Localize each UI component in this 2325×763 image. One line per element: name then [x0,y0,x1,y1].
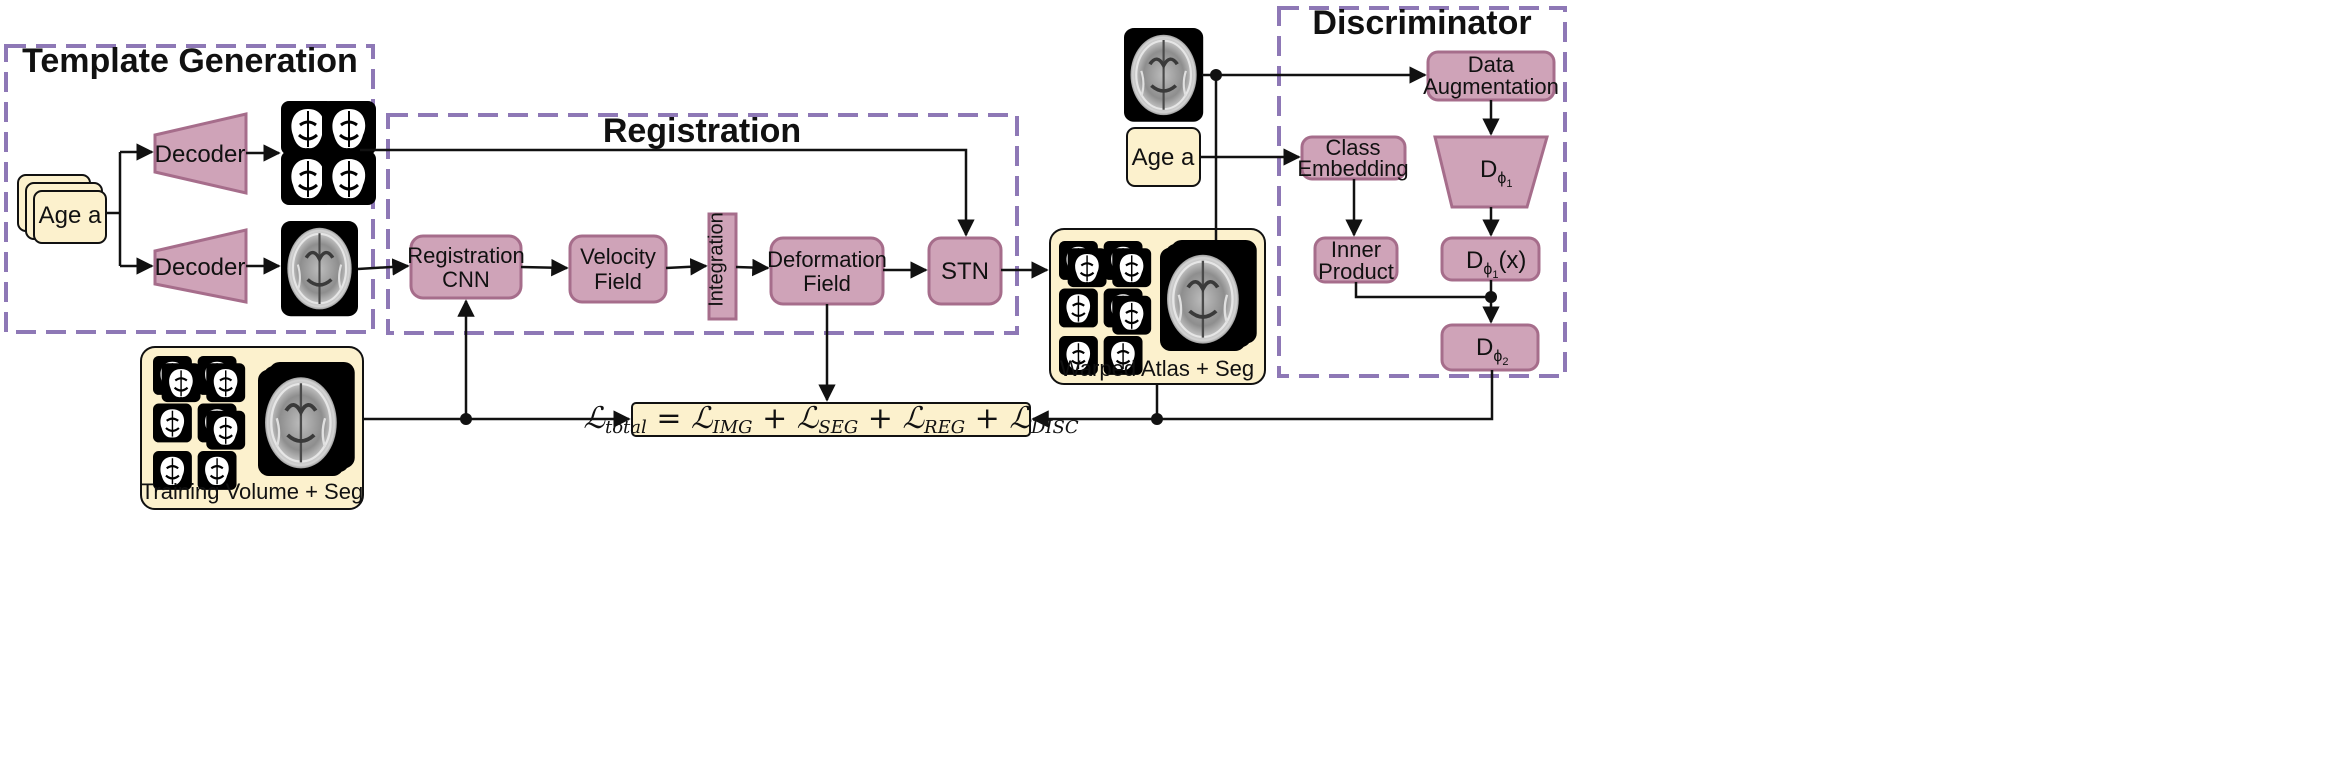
d-phi1-x-label: Dϕ1(x) [1466,247,1526,281]
warped-atlas-panel: Warped Atlas + Seg [1049,228,1266,385]
junction-dots [460,69,1497,425]
integration-label: Integration [706,212,728,307]
integration-node: Integration [706,212,738,321]
d-phi1-label: Dϕ1 [1480,156,1512,190]
decoder-bottom: Decoder [153,228,248,304]
discriminator-box [1277,6,1567,378]
age-input-right: Age a [1126,127,1201,187]
template-generation-title: Template Generation [22,42,358,80]
velocity-label-1: Velocity [580,244,656,269]
data-aug-label-2: Augmentation [1423,74,1559,99]
discriminator-title: Discriminator [1312,4,1531,42]
inner-product-node: Inner Product [1313,236,1399,284]
registration-cnn-label-2: CNN [442,267,490,292]
stn-label: STN [941,258,989,285]
decoder-top: Decoder [153,112,248,195]
age-left-label: Age a [39,202,102,229]
inner-label-2: Product [1318,259,1394,284]
age-input-left: Age a [17,174,107,244]
registration-cnn-label-1: Registration [407,243,524,268]
stn-node: STN [927,236,1003,306]
d-phi2-label: Dϕ2 [1476,334,1508,368]
registration-title: Registration [603,112,801,150]
training-volume-panel: Training Volume + Seg [140,346,364,510]
deformation-label-1: Deformation [767,247,887,272]
warped-atlas-label: Warped Atlas + Seg [1060,356,1254,381]
real-mri-image [1122,26,1205,124]
data-aug-label-1: Data [1468,52,1515,77]
data-augmentation-node: Data Augmentation [1423,50,1559,102]
deformation-field-node: Deformation Field [767,236,887,306]
class-emb-label-1: Class [1325,135,1380,160]
training-volume-label: Training Volume + Seg [141,479,363,504]
total-loss-box: ℒtotal = ℒIMG + ℒSEG + ℒREG + ℒDISC [583,401,1078,438]
velocity-field-node: Velocity Field [568,234,668,304]
d-phi2-node: Dϕ2 [1440,323,1540,372]
template-segmentation-image [279,99,378,207]
deformation-label-2: Field [803,271,851,296]
registration-cnn-node: Registration CNN [407,234,525,300]
registration-box [386,113,1019,335]
d-phi1-encoder: Dϕ1 [1433,135,1549,209]
decoder-bottom-label: Decoder [155,254,246,281]
template-mri-image [279,219,360,318]
velocity-label-2: Field [594,269,642,294]
inner-label-1: Inner [1331,237,1381,262]
decoder-top-label: Decoder [155,141,246,168]
age-right-label: Age a [1132,144,1195,171]
d-phi1-x-node: Dϕ1(x) [1440,236,1541,282]
class-embedding-node: Class Embedding [1297,135,1408,181]
class-emb-label-2: Embedding [1297,156,1408,181]
